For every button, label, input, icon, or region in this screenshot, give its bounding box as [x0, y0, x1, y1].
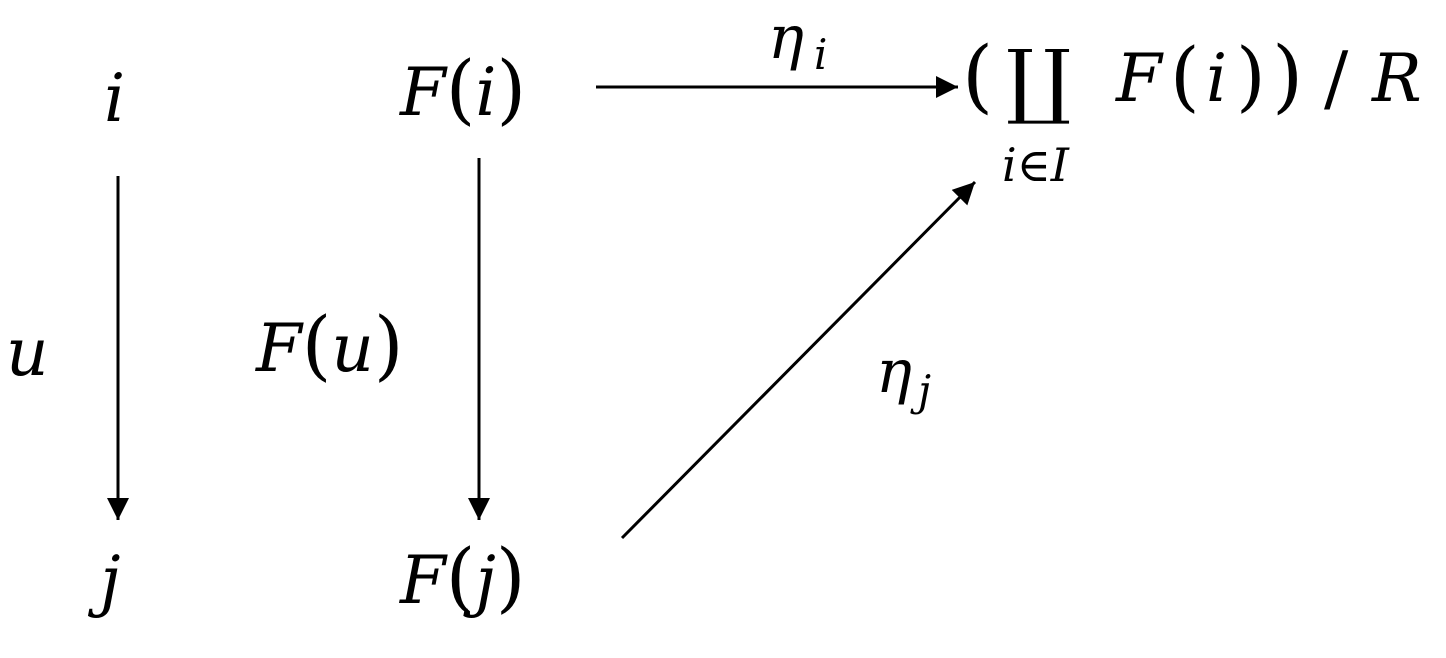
colimit-slash: /: [1324, 36, 1349, 120]
node-F-i-close: ): [496, 45, 527, 133]
node-F-j-close: ): [495, 533, 526, 621]
arrow-F-u-arg: u: [331, 310, 374, 387]
colimit-relation: R: [1372, 40, 1422, 117]
colimit-close-paren: ): [1272, 29, 1304, 122]
coproduct-index: i∈I: [1002, 138, 1069, 192]
node-F-i-arg: i: [475, 54, 497, 131]
node-F-i-func: F: [400, 54, 446, 131]
colimit-open-paren: (: [962, 29, 994, 122]
node-F-i-open: (: [445, 45, 476, 133]
colimit-func: F: [1116, 40, 1162, 117]
node-j-var: j: [100, 542, 121, 619]
colimit-arg: i: [1206, 40, 1228, 117]
node-i: i: [104, 66, 125, 132]
arrow-eta-j-symbol: η: [876, 337, 912, 407]
arrow-u-label: u: [6, 320, 49, 386]
arrow-eta-j-sub: j: [918, 366, 932, 415]
arrow-eta-i-symbol: η: [768, 3, 804, 73]
node-F-j-open: (: [445, 533, 476, 621]
colimit-inner-close: ): [1236, 31, 1266, 120]
node-i-var: i: [104, 60, 126, 137]
arrow-eta-i-sub: i: [814, 30, 828, 79]
node-F-j: F(j): [400, 539, 525, 619]
arrow-u-label-text: u: [6, 314, 49, 391]
node-j: j: [100, 548, 120, 614]
arrow-F-u-func: F: [256, 310, 302, 387]
arrow-F-u-open: (: [301, 301, 332, 389]
colimit-inner-open: (: [1170, 31, 1200, 120]
arrow-F-u-label: F(u): [256, 307, 404, 387]
coproduct-symbol: ∐: [1006, 33, 1072, 128]
arrow-eta-j: [620, 180, 977, 540]
node-F-i: F(i): [400, 51, 526, 131]
arrow-F-u-close: ): [373, 301, 404, 389]
node-F-j-func: F: [400, 542, 446, 619]
node-F-j-arg: j: [475, 542, 496, 619]
